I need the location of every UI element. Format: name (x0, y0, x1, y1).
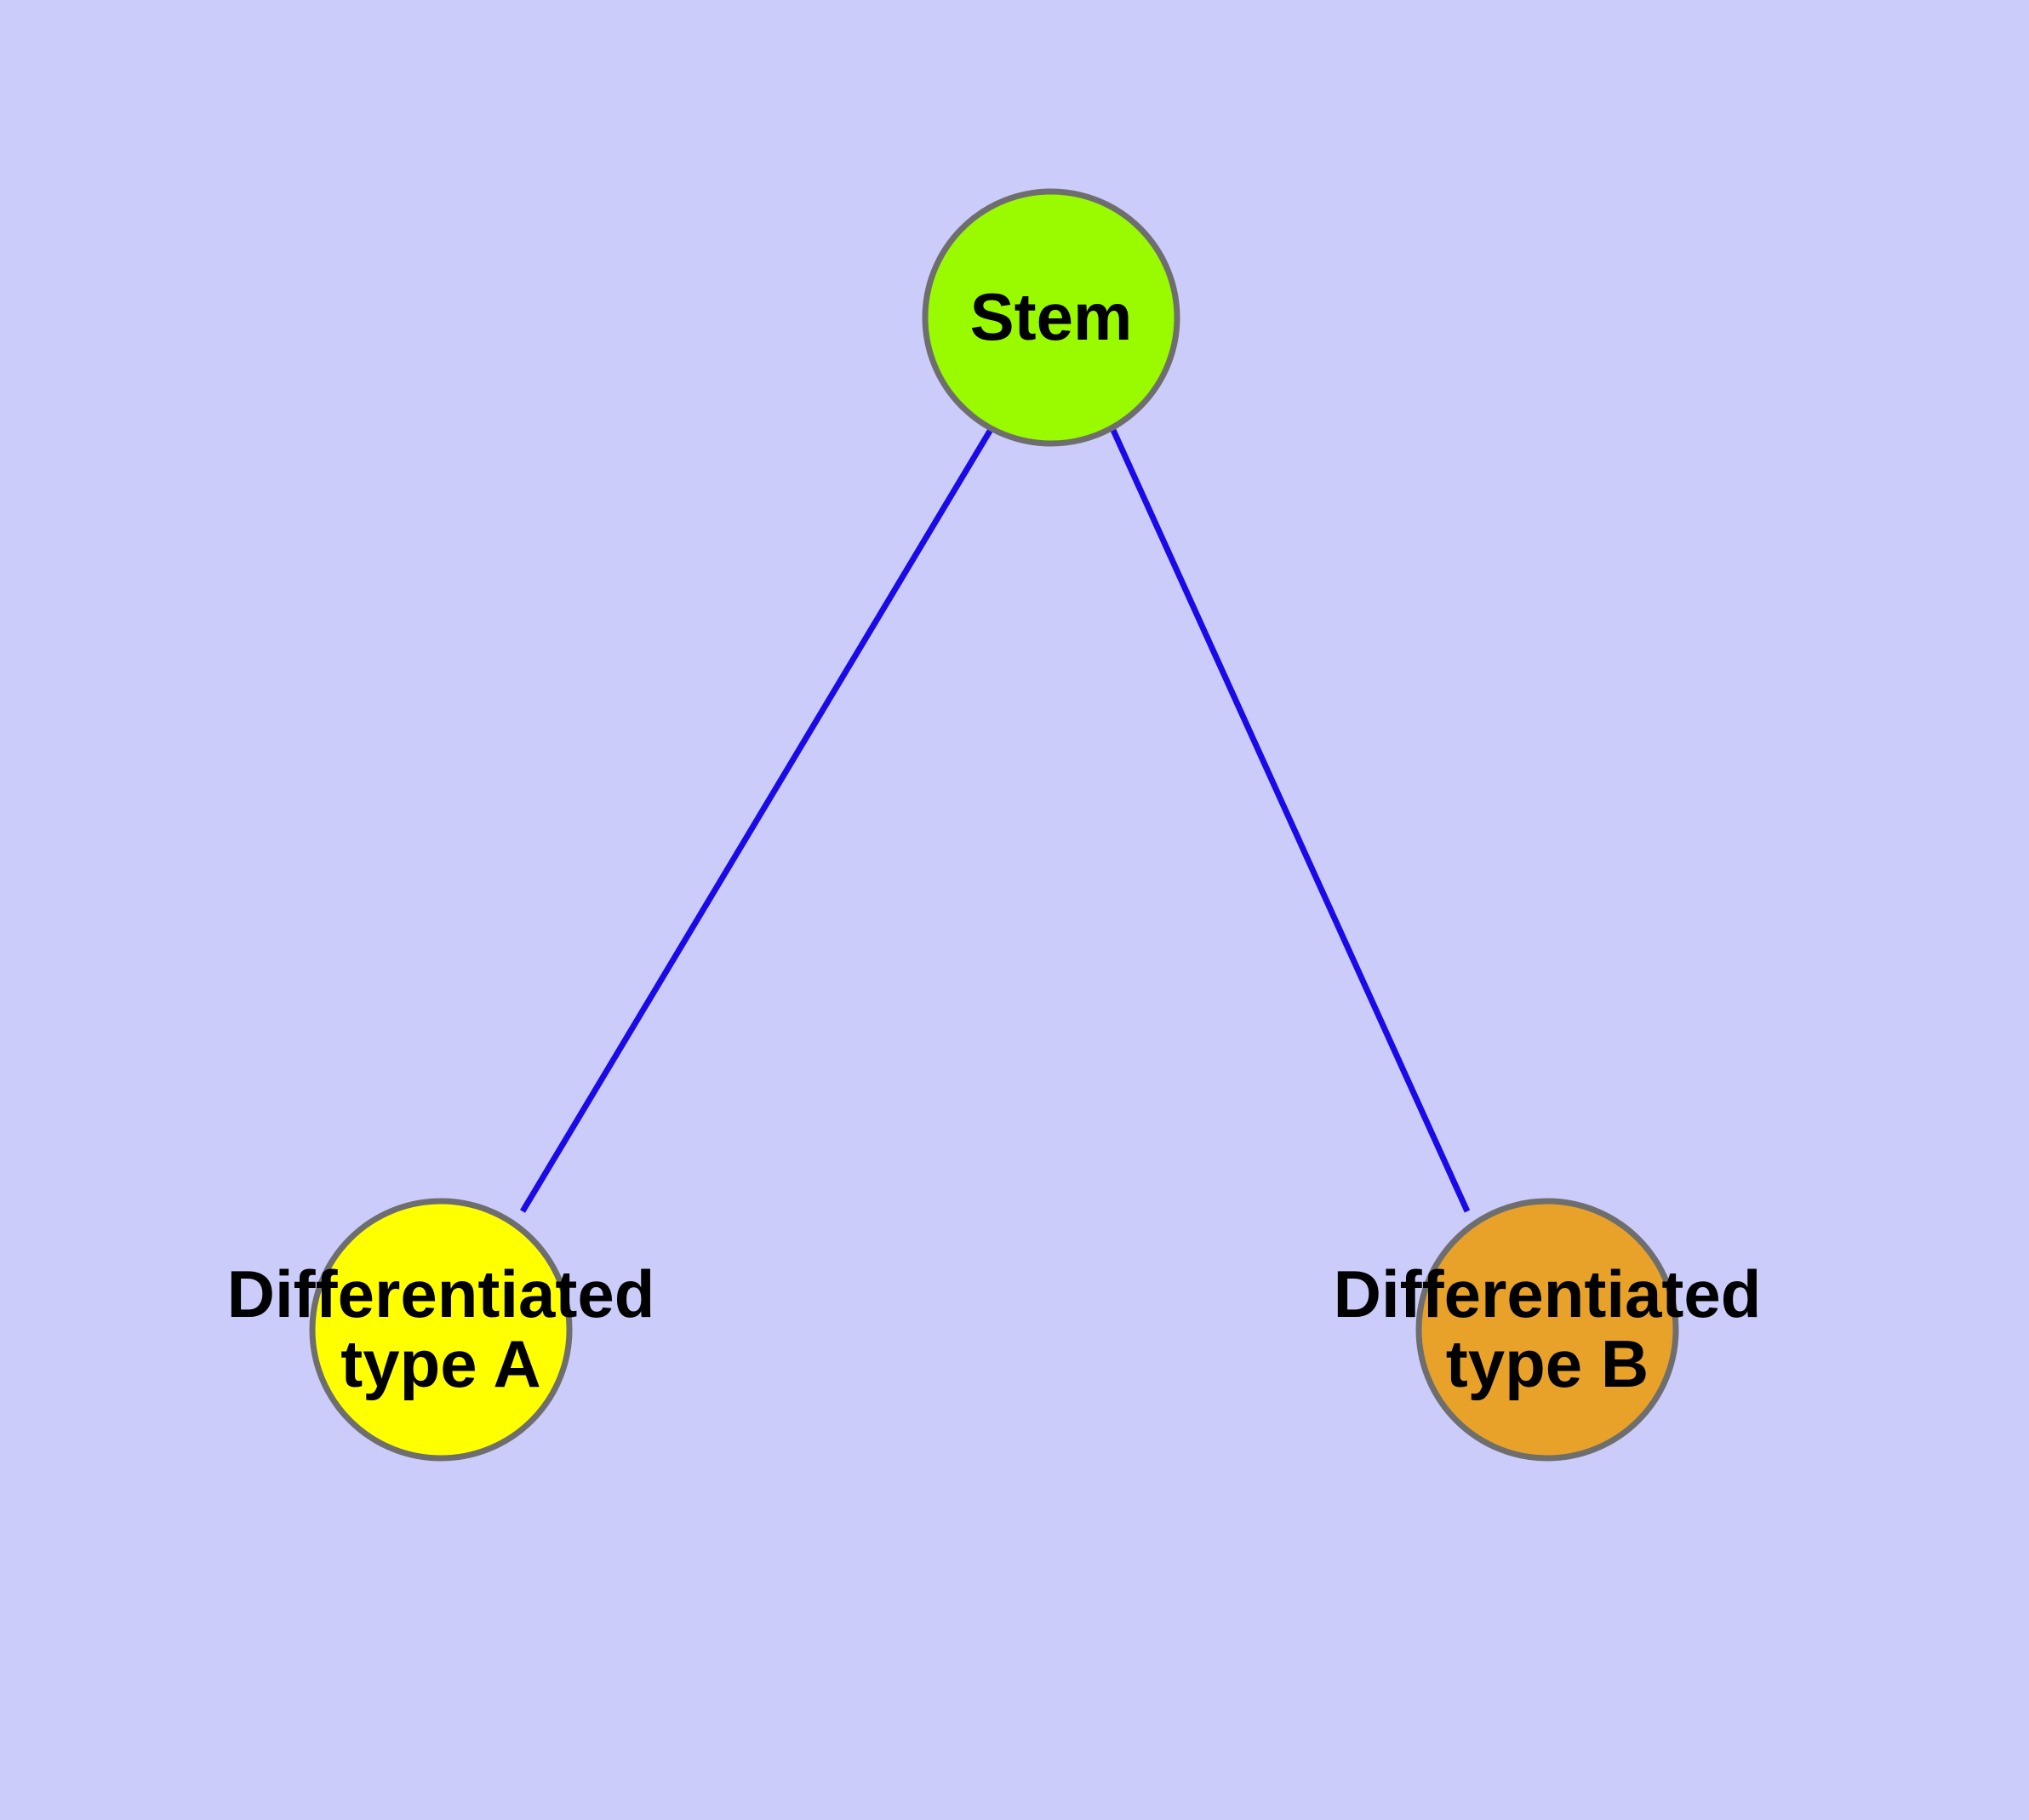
node-stem[interactable] (925, 192, 1177, 444)
node-differentiated-type-a[interactable] (312, 1201, 569, 1458)
node-differentiated-type-b[interactable] (1419, 1201, 1676, 1458)
